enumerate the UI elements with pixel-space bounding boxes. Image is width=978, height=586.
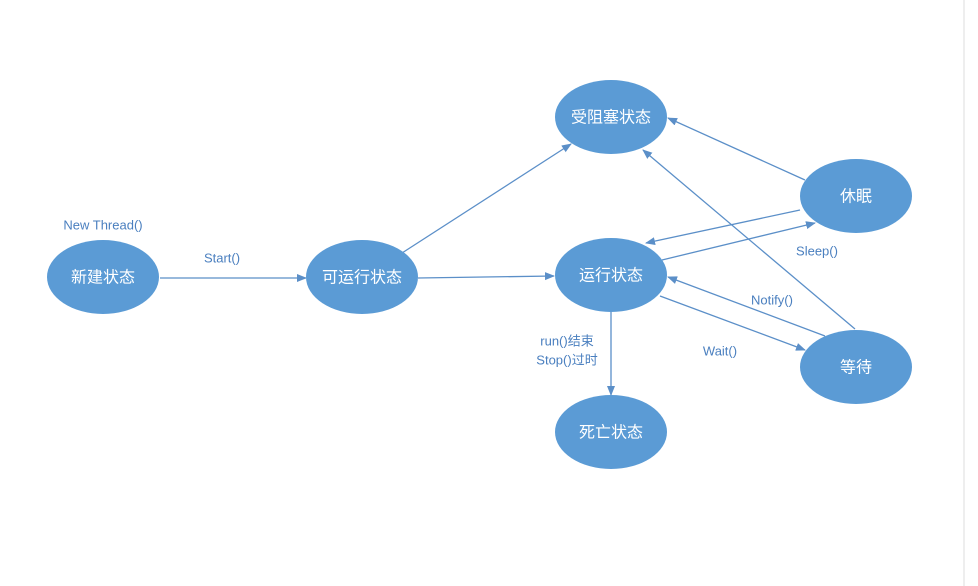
edge-running-wait <box>659 295 806 351</box>
node-wait-label: 等待 <box>840 358 872 377</box>
label-stop: Stop()过时 <box>536 353 597 368</box>
edge-wait-running <box>667 276 826 337</box>
edge-running-sleep <box>661 221 816 261</box>
node-wait <box>800 330 912 404</box>
node-runnable <box>306 240 418 314</box>
node-dead-label: 死亡状态 <box>579 423 643 442</box>
label-start: Start() <box>204 251 240 266</box>
label-run-end: run()结束 <box>540 334 593 349</box>
label-notify: Notify() <box>751 293 793 308</box>
node-runnable-label: 可运行状态 <box>322 268 402 287</box>
label-new-thread: New Thread() <box>63 218 142 233</box>
node-running <box>555 238 667 312</box>
edge-sleep-blocked <box>667 117 806 181</box>
node-dead <box>555 395 667 469</box>
label-sleep: Sleep() <box>796 244 838 259</box>
node-sleep <box>800 159 912 233</box>
node-blocked <box>555 80 667 154</box>
edge-runnable-blocked <box>401 143 572 254</box>
node-sleep-label: 休眠 <box>840 187 872 206</box>
node-blocked-label: 受阻塞状态 <box>571 108 651 127</box>
edge-runnable-running <box>417 272 555 281</box>
label-wait: Wait() <box>703 344 737 359</box>
edge-sleep-running <box>645 209 801 246</box>
node-new-label: 新建状态 <box>71 268 135 287</box>
node-running-label: 运行状态 <box>579 266 643 285</box>
node-new <box>47 240 159 314</box>
